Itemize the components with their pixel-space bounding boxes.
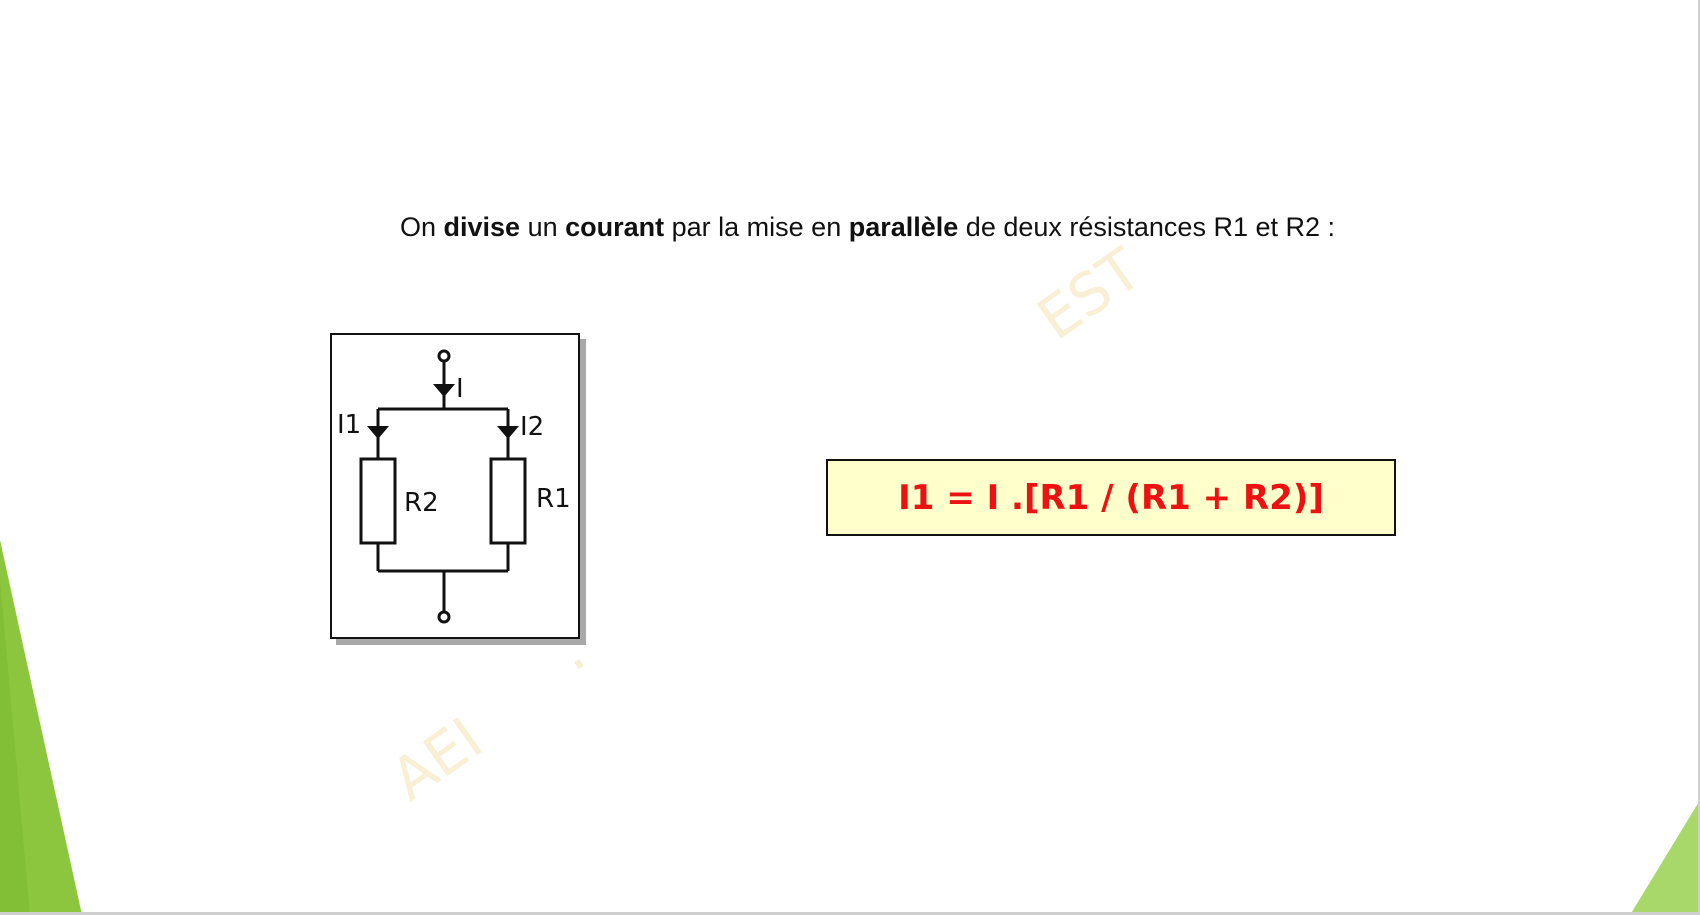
resistor-r1 xyxy=(489,457,527,545)
intro-text-1: On xyxy=(399,212,444,242)
label-i2: I2 xyxy=(520,412,544,442)
circuit-diagram: I I1 I2 R2 R1 xyxy=(330,333,580,639)
formula-box: I1 = I .[R1 / (R1 + R2)] xyxy=(826,459,1396,536)
label-i: I xyxy=(456,374,464,404)
intro-bold-courant: courant xyxy=(565,212,665,242)
intro-text-2: un xyxy=(520,212,566,242)
arrow-i1-icon xyxy=(367,426,389,439)
formula-text: I1 = I .[R1 / (R1 + R2)] xyxy=(898,477,1324,518)
intro-text-4: de deux résistances R1 et R2 : xyxy=(958,212,1335,242)
slide-edge-right xyxy=(1698,0,1700,915)
intro-bold-parallele: parallèle xyxy=(848,212,959,242)
watermark-right: EST xyxy=(1025,234,1154,354)
label-r1: R1 xyxy=(536,484,571,514)
intro-text-3: par la mise en xyxy=(664,212,849,242)
intro-text: On divise un courant par la mise en para… xyxy=(0,212,1700,243)
label-i1: I1 xyxy=(337,410,361,440)
slide-edge-bottom xyxy=(0,912,1700,915)
green-corner-left xyxy=(0,540,82,915)
label-r2: R2 xyxy=(404,488,439,518)
arrow-i-icon xyxy=(433,384,455,397)
arrow-i2-icon xyxy=(497,426,519,439)
resistor-r2 xyxy=(359,457,397,545)
circuit-schematic: I I1 I2 R2 R1 xyxy=(337,349,571,624)
input-terminal xyxy=(437,349,451,363)
intro-bold-divise: divise xyxy=(443,212,521,242)
green-corner-right xyxy=(1630,800,1700,915)
output-terminal xyxy=(437,610,451,624)
watermark-left: AEI xyxy=(378,704,495,814)
watermark-dot xyxy=(574,659,584,669)
